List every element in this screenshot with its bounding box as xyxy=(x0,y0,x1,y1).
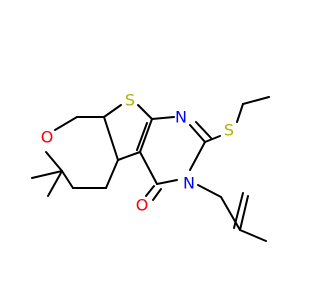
oxygen-carbonyl-label: O xyxy=(136,196,149,215)
methyl-bonds xyxy=(31,170,63,197)
pyrimidine-ring-bonds xyxy=(139,116,212,185)
pyran-ring-bonds xyxy=(45,116,119,189)
methallyl-bonds xyxy=(197,184,267,242)
nitrogen-amide-label: N xyxy=(183,174,195,193)
thiophene-ring-bonds xyxy=(103,104,153,161)
oxygen-pyran-label: O xyxy=(41,128,54,147)
nitrogen-imine-label: N xyxy=(175,108,187,127)
molecule-structure: O S N S N O xyxy=(31,91,270,242)
carbonyl-bonds xyxy=(145,185,162,201)
sulfur-ring-label: S xyxy=(125,91,135,110)
structure-canvas: O S N S N O xyxy=(31,90,270,242)
sulfur-thioether-label: S xyxy=(224,121,234,140)
ethylthio-bonds xyxy=(204,96,270,143)
